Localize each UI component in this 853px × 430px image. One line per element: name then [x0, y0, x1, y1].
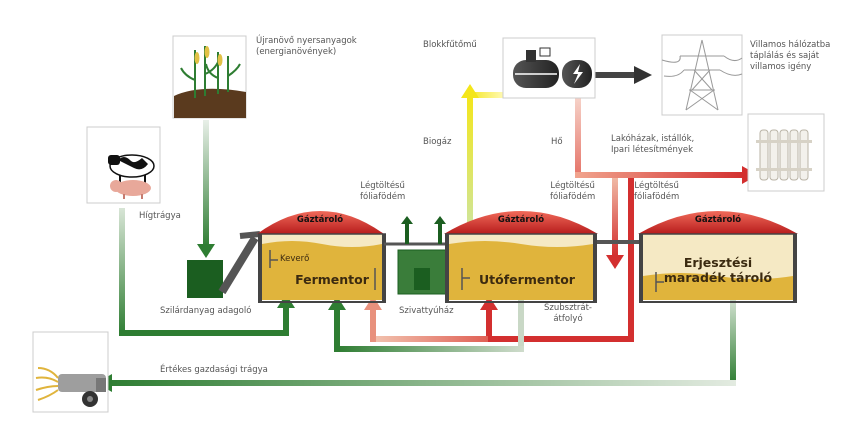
fermentor-title: Fermentor	[295, 272, 369, 287]
arrow-chp-to-grid	[634, 66, 652, 84]
mixer-label: Keverő	[280, 254, 310, 264]
lightning-icon	[573, 64, 583, 84]
gas-storage-label-3: Gáztároló	[694, 215, 742, 225]
biogas-label: Biogáz	[423, 137, 452, 147]
arrow-crops-to-feeder	[197, 244, 215, 258]
pump-house	[384, 216, 452, 295]
roof-label-2: Légtöltésű fóliafödém	[550, 181, 596, 202]
heat-label: Hő	[551, 137, 563, 147]
overflow-label: Szubsztrát- átfolyó	[544, 303, 592, 324]
solid-feeder-label: Szilárdanyag adagoló	[160, 306, 252, 316]
slurry-label: Hígtrágya	[139, 211, 181, 221]
renewable-label: Újranövő nyersanyagok (energianövények)	[256, 36, 357, 57]
heat-users-label: Lakóházak, istállók, Ipari létesítmények	[611, 134, 695, 155]
energy-crops-image	[172, 35, 247, 119]
roof-label-3: Légtöltésű fóliafödém	[634, 181, 680, 202]
chp-label: Blokkfűtőmű	[423, 40, 477, 50]
digestate-title: Erjesztési maradék tároló	[663, 255, 773, 285]
postfermentor-title: Utófermentor	[479, 272, 575, 287]
fermentor-tank	[257, 211, 386, 303]
power-grid-image	[661, 34, 743, 116]
digestate-tank	[638, 211, 798, 303]
chp-unit-image	[502, 37, 596, 99]
livestock-image	[86, 126, 161, 204]
gas-storage-label-1: Gáztároló	[296, 215, 344, 225]
radiator-image	[747, 113, 825, 192]
roof-label-1: Légtöltésű fóliafödém	[360, 181, 406, 202]
manure-spreader-image	[32, 331, 109, 413]
fertilizer-label: Értékes gazdasági trágya	[160, 365, 268, 375]
postfermentor-tank	[444, 211, 598, 303]
pump-house-label: Szivattyúház	[399, 306, 454, 316]
gas-storage-label-2: Gáztároló	[497, 215, 545, 225]
solid-feeder	[187, 231, 261, 298]
grid-label: Villamos hálózatba táplálás és saját vil…	[750, 40, 831, 72]
